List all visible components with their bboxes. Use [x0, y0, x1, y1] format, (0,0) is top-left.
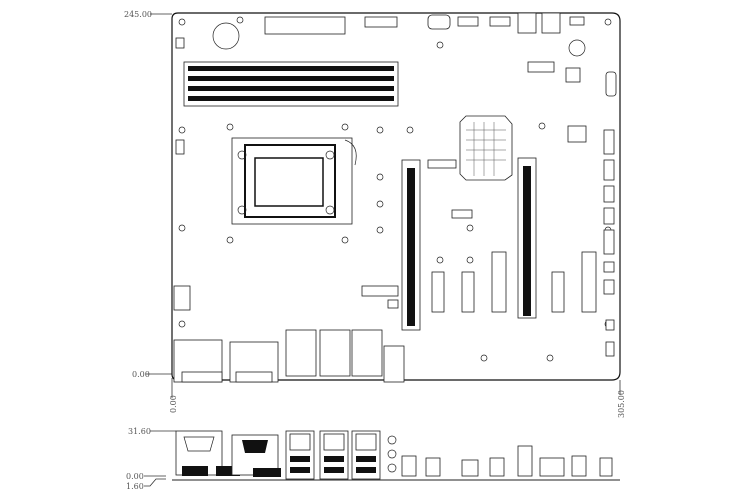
cpu-socket	[231, 137, 357, 225]
header	[364, 16, 398, 28]
dimm-slots	[183, 61, 399, 107]
dimm-slot-3	[188, 86, 394, 91]
dim-io-offset: 1.60	[126, 482, 144, 491]
dim-origin-y: 0.00	[132, 370, 150, 379]
hdmi-port-1	[182, 466, 208, 476]
top-connectors	[175, 12, 617, 97]
dimension-labels: 245.00 0.00 0.00 305.00 31.60 0.00 1.60	[124, 10, 626, 491]
lan-usb-stacks	[285, 430, 381, 480]
pcie-slots	[361, 157, 597, 331]
board-outline	[171, 12, 621, 381]
board-edge-components	[401, 445, 613, 477]
usb-c-header	[427, 14, 451, 30]
dimm-slot-4	[188, 96, 394, 101]
chipset-heatsink	[459, 115, 587, 181]
m2-slot	[527, 61, 555, 73]
rear-io-panel-view	[172, 430, 620, 481]
m2-slot-2	[361, 285, 399, 297]
audio-jacks	[387, 435, 397, 473]
pcie-x16-slot-2	[523, 166, 531, 316]
pcie-x1-slot	[431, 271, 445, 313]
hdmi-port-2	[216, 466, 240, 476]
dim-io-base: 0.00	[126, 472, 144, 481]
dim-right: 305.00	[617, 390, 626, 418]
displayport	[253, 468, 281, 477]
dim-origin-x: 0.00	[169, 395, 178, 413]
dimm-slot-1	[188, 66, 394, 71]
right-headers	[173, 129, 615, 357]
atx-power-connector	[264, 16, 346, 35]
rear-io-top-view	[173, 329, 405, 383]
dim-io-height: 31.60	[128, 427, 151, 436]
pcie-x16-slot-1	[407, 168, 415, 326]
dimm-slot-2	[188, 76, 394, 81]
dim-top: 245.00	[124, 10, 152, 19]
